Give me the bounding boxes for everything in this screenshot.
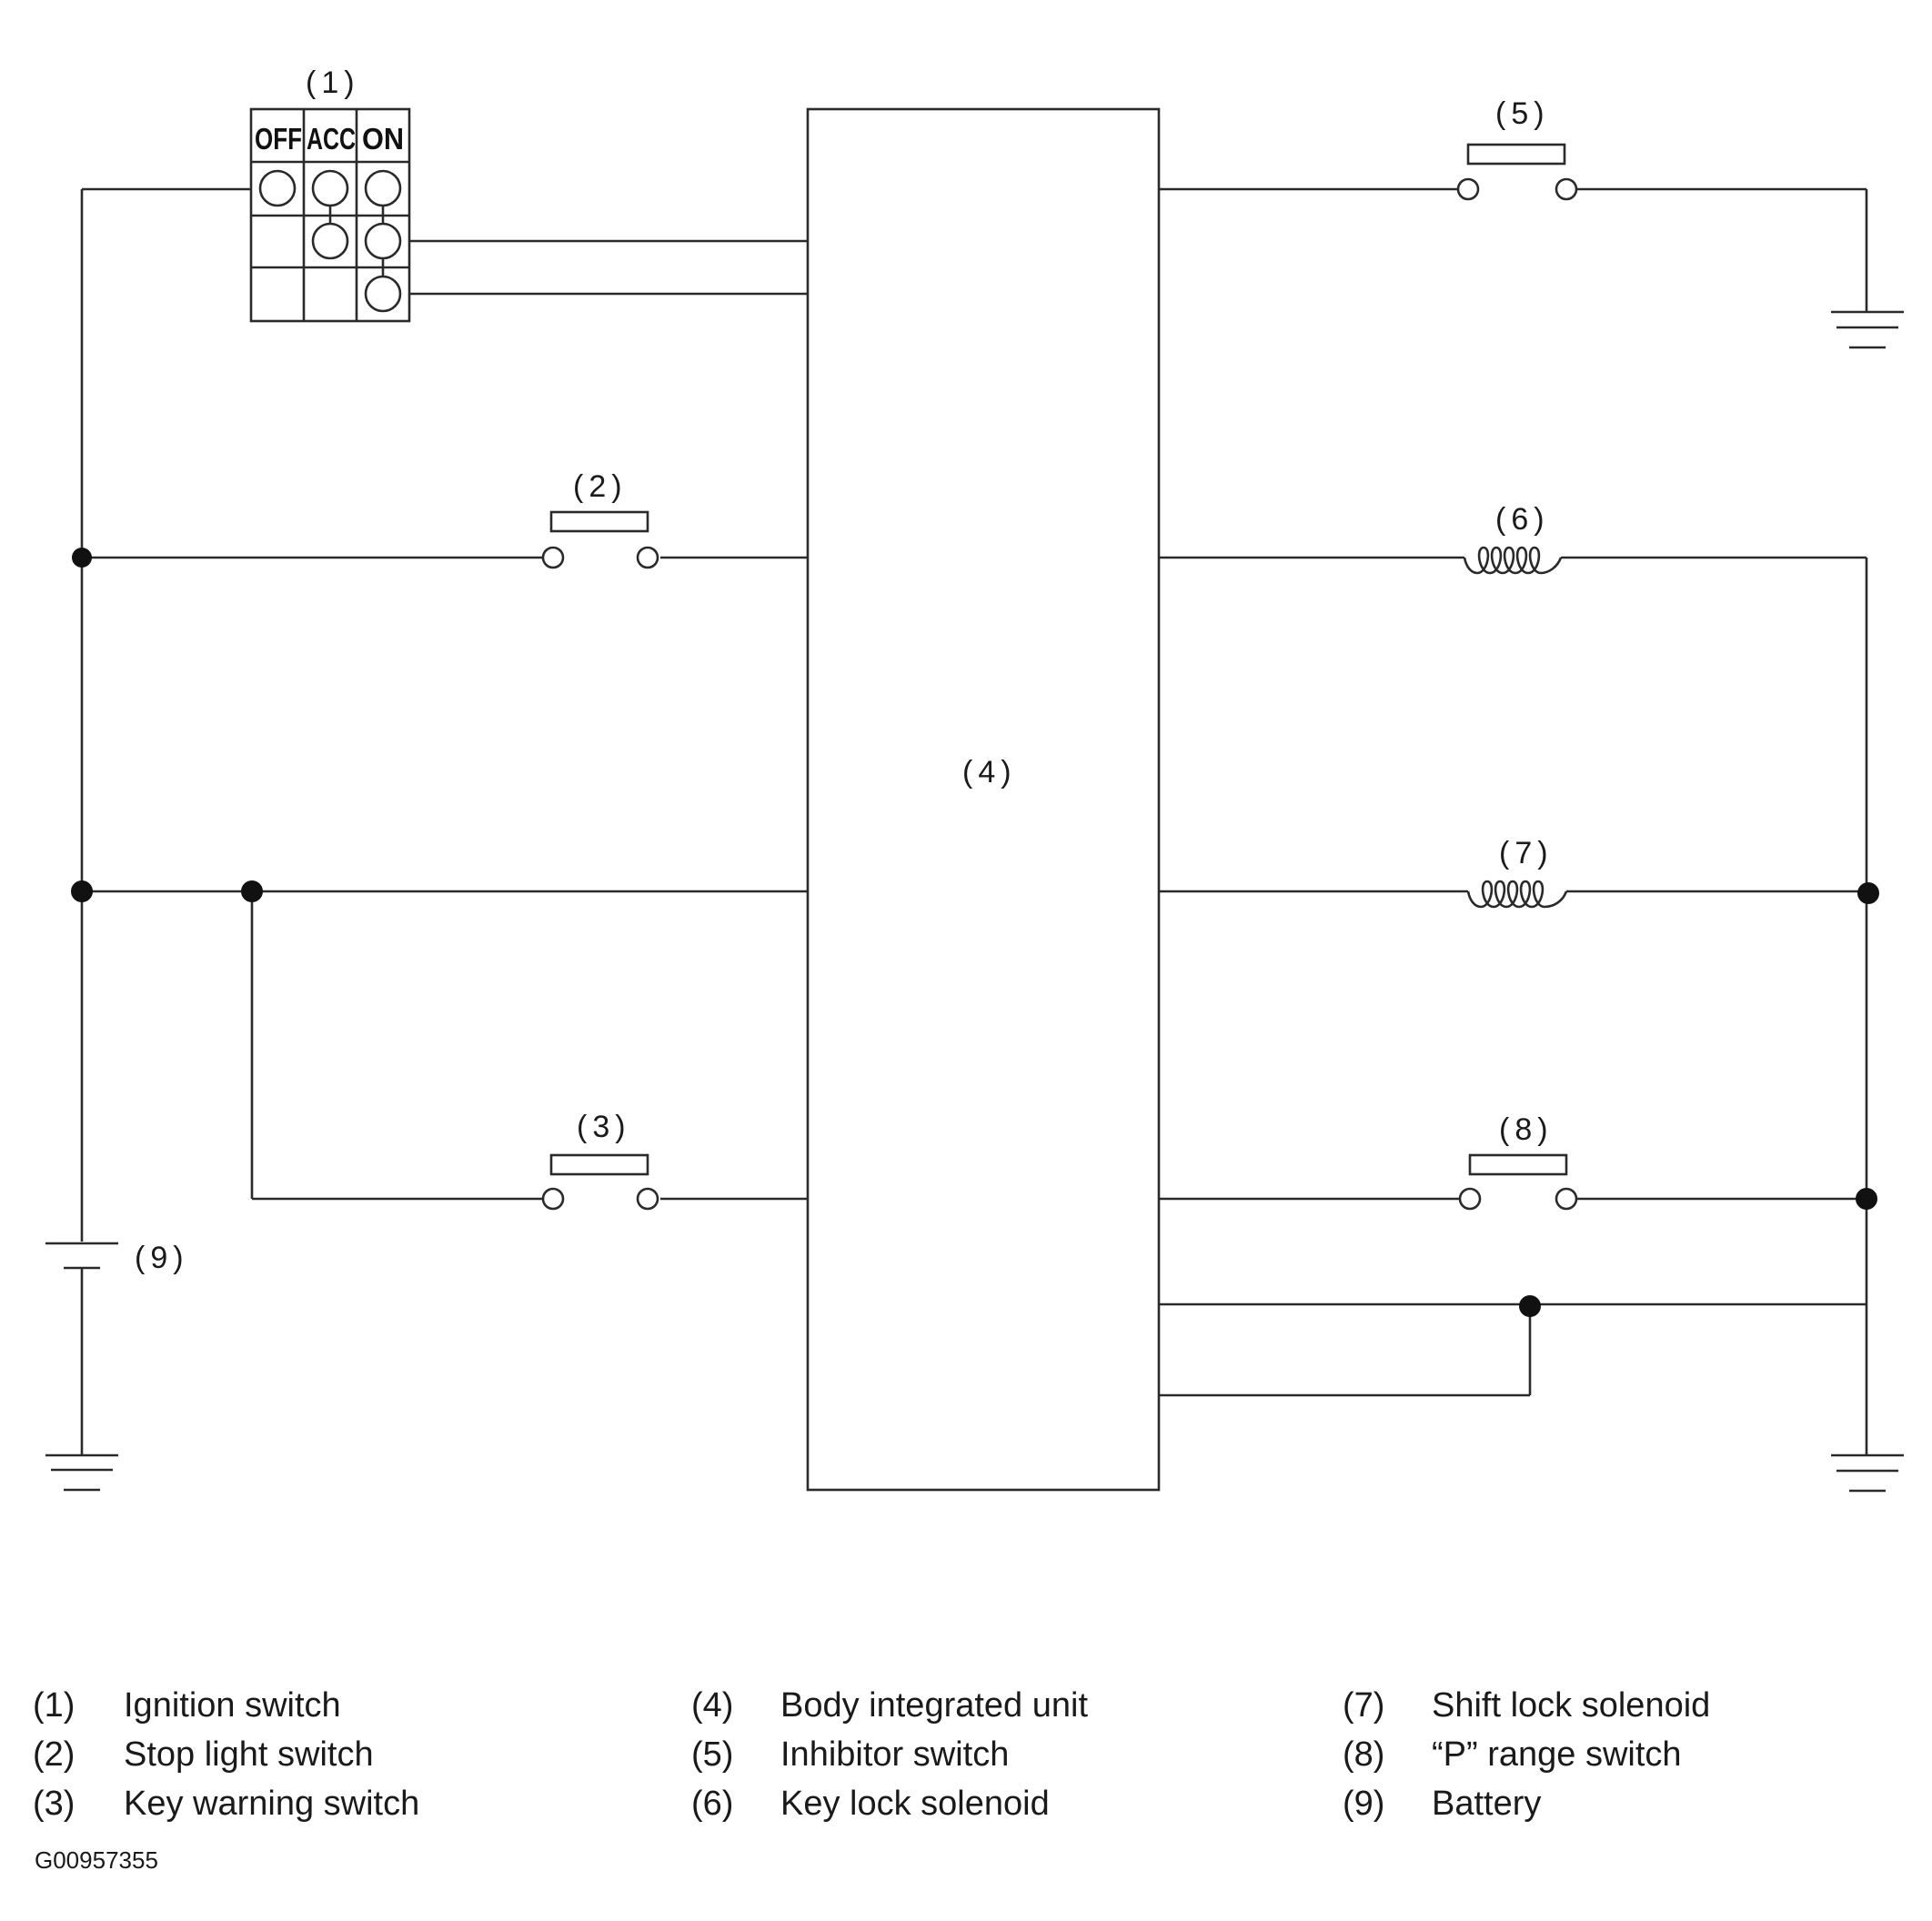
- figure-code: G00957355: [35, 1846, 158, 1874]
- legend-number: (7): [1343, 1686, 1385, 1725]
- legend-number: (9): [1343, 1785, 1385, 1823]
- key-lock-solenoid-label: (6): [1495, 502, 1550, 537]
- legend-text: Shift lock solenoid: [1432, 1686, 1711, 1725]
- legend-number: (1): [33, 1686, 75, 1725]
- inhibitor-switch-label: (5): [1495, 96, 1550, 131]
- stop-light-switch: (2): [541, 469, 659, 569]
- ground-symbol: [45, 1453, 118, 1492]
- ignition-switch: (1) OFF ACC ON: [249, 65, 411, 323]
- ignition-switch-label: (1): [306, 65, 360, 100]
- ignition-header-off: OFF: [255, 122, 302, 156]
- legend-number: (8): [1343, 1735, 1385, 1774]
- shift-lock-solenoid-label: (7): [1499, 836, 1554, 870]
- legend-number: (2): [33, 1735, 75, 1774]
- legend-text: Stop light switch: [124, 1735, 374, 1774]
- legend-number: (3): [33, 1785, 75, 1823]
- legend-text: Body integrated unit: [780, 1686, 1089, 1725]
- body-integrated-unit-label: (4): [962, 755, 1017, 790]
- key-lock-solenoid: (6): [1463, 502, 1563, 575]
- battery-symbol: (9): [45, 1241, 189, 1455]
- left-supply-wiring: [71, 187, 808, 1242]
- legend-text: Battery: [1432, 1785, 1542, 1823]
- key-warning-switch-label: (3): [577, 1110, 631, 1144]
- legend-text: Key warning switch: [124, 1785, 420, 1823]
- legend-number: (5): [691, 1735, 734, 1774]
- legend-text: Key lock solenoid: [780, 1785, 1050, 1823]
- right-side-wiring: [1159, 187, 1879, 1455]
- stop-light-switch-label: (2): [573, 469, 628, 504]
- shift-lock-solenoid: (7): [1466, 836, 1568, 909]
- legend-number: (4): [691, 1686, 734, 1725]
- legend-number: (6): [691, 1785, 734, 1823]
- key-warning-switch: (3): [541, 1110, 659, 1211]
- legend-text: “P” range switch: [1432, 1735, 1682, 1774]
- ground-symbol-right: [1831, 1453, 1904, 1493]
- body-integrated-unit-box: [806, 107, 1161, 1492]
- legend-text: Inhibitor switch: [780, 1735, 1010, 1774]
- inhibitor-switch: (5): [1456, 96, 1578, 201]
- ignition-header-acc: ACC: [307, 122, 356, 156]
- p-range-switch-label: (8): [1499, 1112, 1554, 1147]
- ground-symbol-inhibitor: [1831, 310, 1904, 349]
- battery-label: (9): [135, 1241, 189, 1275]
- p-range-switch: (8): [1458, 1112, 1578, 1211]
- legend-text: Ignition switch: [124, 1686, 341, 1725]
- ignition-header-on: ON: [362, 122, 404, 156]
